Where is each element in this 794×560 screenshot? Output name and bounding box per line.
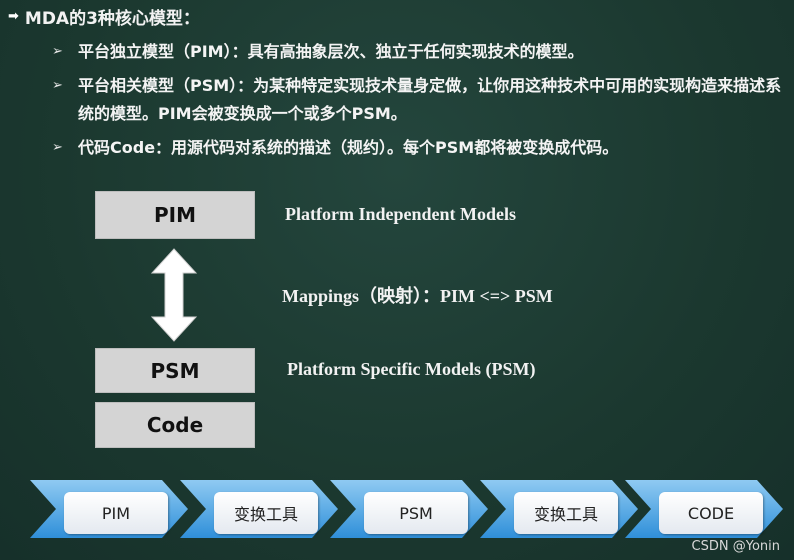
flow-step-pim: PIM [30,478,190,540]
flow-step-label: PSM [364,492,468,534]
flow-step-label: 变换工具 [214,492,318,534]
bullet-code: ➢ 代码Code：用源代码对系统的描述（规约）。每个PSM都将被变换成代码。 [52,134,792,162]
flow-step-label: PIM [64,492,168,534]
flow-step-code: CODE [625,478,785,540]
watermark: CSDN @Yonin [691,539,780,554]
chevron-bullet-icon: ➢ [52,78,63,93]
transformation-flow: PIM 变换工具 PSM 变换工具 CODE [30,478,785,548]
heading-text: MDA的3种核心模型： [24,9,200,29]
double-arrow-icon [150,248,198,342]
bullet-text: 代码Code：用源代码对系统的描述（规约）。每个PSM都将被变换成代码。 [78,138,619,157]
bullet-text: 平台独立模型（PIM）：具有高抽象层次、独立于任何实现技术的模型。 [78,42,584,61]
flow-step-transform-2: 变换工具 [480,478,640,540]
flow-step-psm: PSM [330,478,490,540]
pim-description: Platform Independent Models [285,204,516,224]
bullet-psm: ➢ 平台相关模型（PSM）：为某种特定实现技术量身定做，让你用这种技术中可用的实… [52,72,792,128]
bullet-text: 平台相关模型（PSM）：为某种特定实现技术量身定做，让你用这种技术中可用的实现构… [78,76,782,123]
chevron-bullet-icon: ➢ [52,44,63,59]
slide-heading: ➡ MDA的3种核心模型： [8,4,200,29]
chevron-bullet-icon: ➢ [52,140,63,155]
code-box: Code [95,402,255,448]
arrow-bullet-icon: ➡ [8,9,19,24]
flow-step-label: CODE [659,492,763,534]
flow-step-transform-1: 变换工具 [180,478,340,540]
flow-step-label: 变换工具 [514,492,618,534]
psm-box: PSM [95,348,255,393]
psm-description: Platform Specific Models (PSM) [287,359,536,379]
pim-box: PIM [95,191,255,239]
bullet-list: ➢ 平台独立模型（PIM）：具有高抽象层次、独立于任何实现技术的模型。 ➢ 平台… [52,38,792,168]
bullet-pim: ➢ 平台独立模型（PIM）：具有高抽象层次、独立于任何实现技术的模型。 [52,38,792,66]
mapping-description: Mappings（映射）：PIM <=> PSM [282,286,553,306]
